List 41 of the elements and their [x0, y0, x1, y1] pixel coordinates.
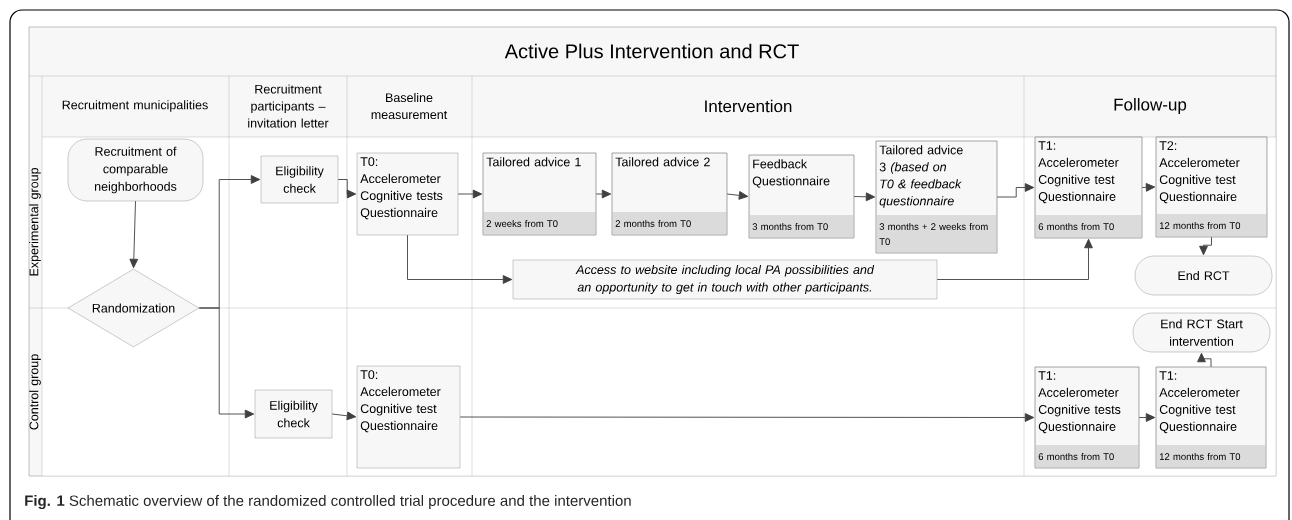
column-header: Follow-up: [1114, 98, 1187, 114]
arrow: [337, 179, 357, 199]
process-box: Eligibility check: [254, 389, 333, 439]
arrow: [1141, 183, 1156, 192]
process-box: Feedback Questionnaire 3 months from T0: [748, 154, 855, 239]
terminal-box: End RCT Start intervention: [1132, 312, 1271, 353]
terminal-box: End RCT: [1134, 255, 1273, 296]
arrow: [459, 413, 1035, 422]
process-box: Tailored advice 1 2 weeks from T0: [482, 152, 597, 236]
column-header: Intervention: [705, 99, 792, 113]
arrow: [996, 183, 1035, 198]
arrow: [853, 192, 876, 202]
process-box: Tailored advice 2 2 months from T0: [611, 152, 728, 236]
arrow: [407, 234, 513, 284]
process-box: T2: Accelerometer Cognitive test Questionnaire 12 months from T0: [1155, 136, 1268, 238]
arrow: [457, 189, 483, 199]
process-box: Tailored advice 3 (based on T0 & feedback questionnaire 3 months + 2 weeks from T0: [875, 140, 998, 254]
arrow: [129, 200, 139, 269]
arrow: [331, 411, 357, 421]
arrow: [595, 189, 612, 199]
caption: Fig. 1 Schematic overview of the randomized controlled trial procedure and the intervention: [25, 495, 631, 510]
arrow: [198, 307, 255, 419]
arrow: [936, 238, 1093, 280]
note-box: Access to website including local PA possibilities and an opportunity to get in touch with other participants.: [512, 259, 938, 300]
process-box: T1: Accelerometer Cognitive test Questionnaire 12 months from T0: [1155, 366, 1267, 469]
lane-label: Control group: [29, 354, 41, 430]
column-header: Recruitment municipalities: [62, 100, 208, 112]
arrow: [1138, 413, 1156, 422]
column-header: Recruitment participants – invitation letter: [248, 84, 329, 128]
lane-label: Experimental group: [29, 168, 41, 276]
arrow: [726, 191, 749, 200]
process-box: T0: Accelerometer Cognitive test Questionnaire: [356, 365, 461, 469]
process-box: T0: Accelerometer Cognitive tests Questionnaire: [356, 152, 459, 236]
process-box: T1: Accelerometer Cognitive test Questionnaire 6 months from T0: [1034, 136, 1143, 239]
title: Active Plus Intervention and RCT: [504, 43, 799, 59]
process-box: T1: Accelerometer Cognitive tests Questionnaire 6 months from T0: [1034, 366, 1140, 469]
arrow: [1197, 352, 1212, 368]
process-box: Eligibility check: [260, 155, 339, 204]
column-header: Baseline measurement: [371, 92, 448, 120]
terminal-box: Recruitment of comparable neighborhoods: [67, 138, 204, 202]
arrow: [1199, 236, 1212, 256]
